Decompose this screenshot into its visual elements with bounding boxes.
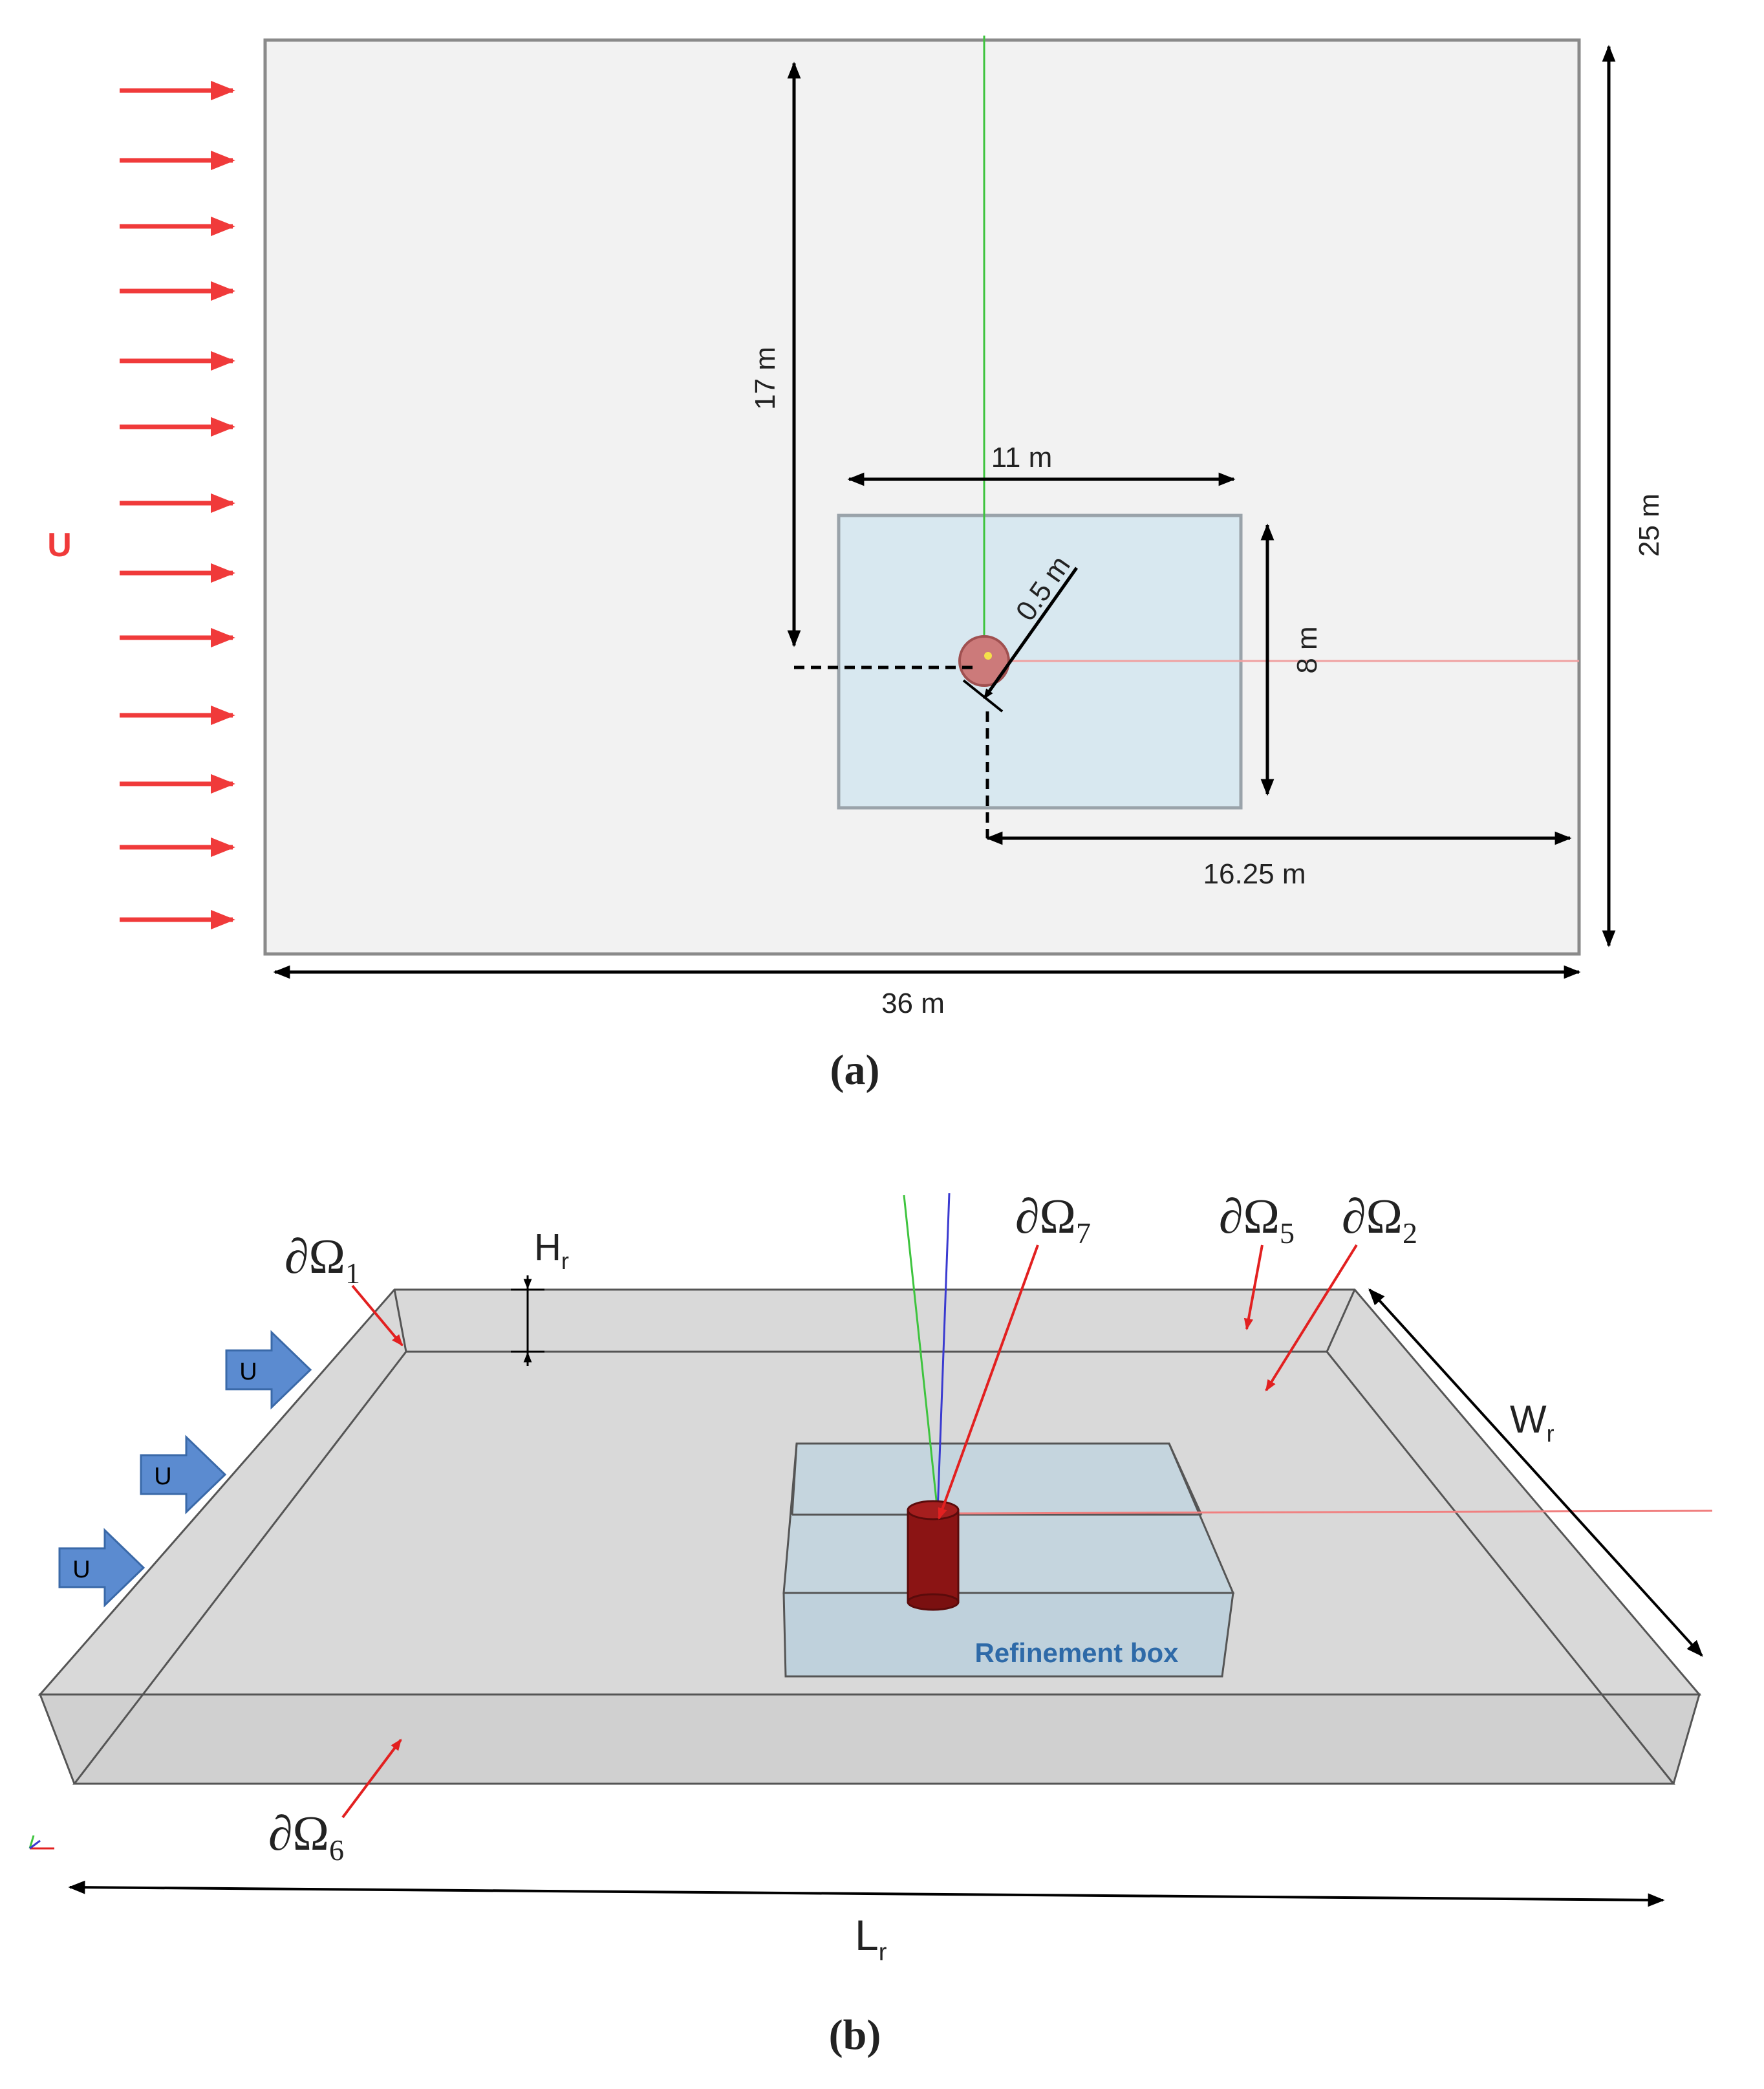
- panel-a: U 17 m 11 m 0.5 m 8 m 16.25 m 36 m: [47, 36, 1665, 1094]
- dim-17-label: 17 m: [749, 347, 781, 410]
- inflow-arrows: [120, 80, 235, 930]
- domain-rectangle: [263, 38, 1581, 956]
- hr-label: Hr: [534, 1226, 569, 1274]
- lr-dim-line: [68, 1880, 1665, 1907]
- blue-flow-arrow-label: U: [154, 1463, 171, 1490]
- slab-inner-bottom: [72, 1350, 1676, 1785]
- dim-36-label: 36 m: [881, 988, 945, 1019]
- wr-label: Wr: [1510, 1398, 1554, 1447]
- cylinder-bottom: [907, 1593, 960, 1611]
- refinement-box-edge-b: [791, 1443, 798, 1515]
- orientation-triad-icon: [28, 1835, 54, 1850]
- dim-05-line: [982, 567, 1079, 700]
- blue-flow-arrow: U: [58, 1528, 145, 1608]
- panel-b: Refinement box U U U ∂Ω1 ∂Ω7: [28, 1189, 1713, 2059]
- slab-edge-right-back: [1326, 1289, 1356, 1352]
- refinement-box-top: [782, 1442, 1235, 1594]
- wr-dim-line: [1368, 1288, 1703, 1657]
- dim-05-tick: [962, 679, 1004, 713]
- dim-8-label: 8 m: [1291, 626, 1323, 673]
- cylinder-top: [907, 1500, 960, 1521]
- cylinder-center-dot: [984, 652, 992, 660]
- caption-b: (b): [829, 2011, 881, 2059]
- lr-label: Lr: [855, 1911, 887, 1966]
- caption-a: (a): [830, 1046, 880, 1094]
- dim-25-label: 25 m: [1633, 493, 1665, 557]
- slab-front-face: [38, 1693, 1701, 1785]
- refinement-box-front: [782, 1592, 1234, 1678]
- omega6-pointer: [341, 1738, 402, 1819]
- green-axis-3d: [903, 1195, 939, 1513]
- blue-flow-arrow-label: U: [72, 1556, 90, 1583]
- dim-1625-label: 16.25 m: [1203, 858, 1306, 890]
- omega7-pointer: [938, 1244, 1039, 1520]
- slab-edge-left-back: [393, 1289, 407, 1352]
- omega7-label: ∂Ω7: [1015, 1189, 1091, 1250]
- flow-label-u: U: [47, 526, 72, 564]
- blue-flow-arrow-label: U: [239, 1358, 257, 1385]
- omega6-label: ∂Ω6: [268, 1806, 344, 1867]
- omega5-pointer: [1243, 1244, 1264, 1330]
- refinement-box-label: Refinement box: [974, 1638, 1179, 1668]
- refinement-box-edge: [1168, 1443, 1203, 1515]
- omega1-pointer: [351, 1284, 403, 1347]
- blue-flow-arrows: U U U: [58, 1330, 312, 1608]
- omega1-label: ∂Ω1: [285, 1229, 360, 1290]
- omega5-label: ∂Ω5: [1219, 1189, 1295, 1250]
- blue-flow-arrow: U: [140, 1434, 227, 1515]
- cylinder-section: [958, 635, 1010, 687]
- omega2-pointer: [1265, 1244, 1358, 1392]
- blue-flow-arrow: U: [225, 1330, 312, 1410]
- cylinder-body: [907, 1509, 960, 1603]
- dim-11-label: 11 m: [991, 442, 1053, 473]
- blue-axis-3d: [936, 1193, 951, 1513]
- omega2-label: ∂Ω2: [1342, 1189, 1417, 1250]
